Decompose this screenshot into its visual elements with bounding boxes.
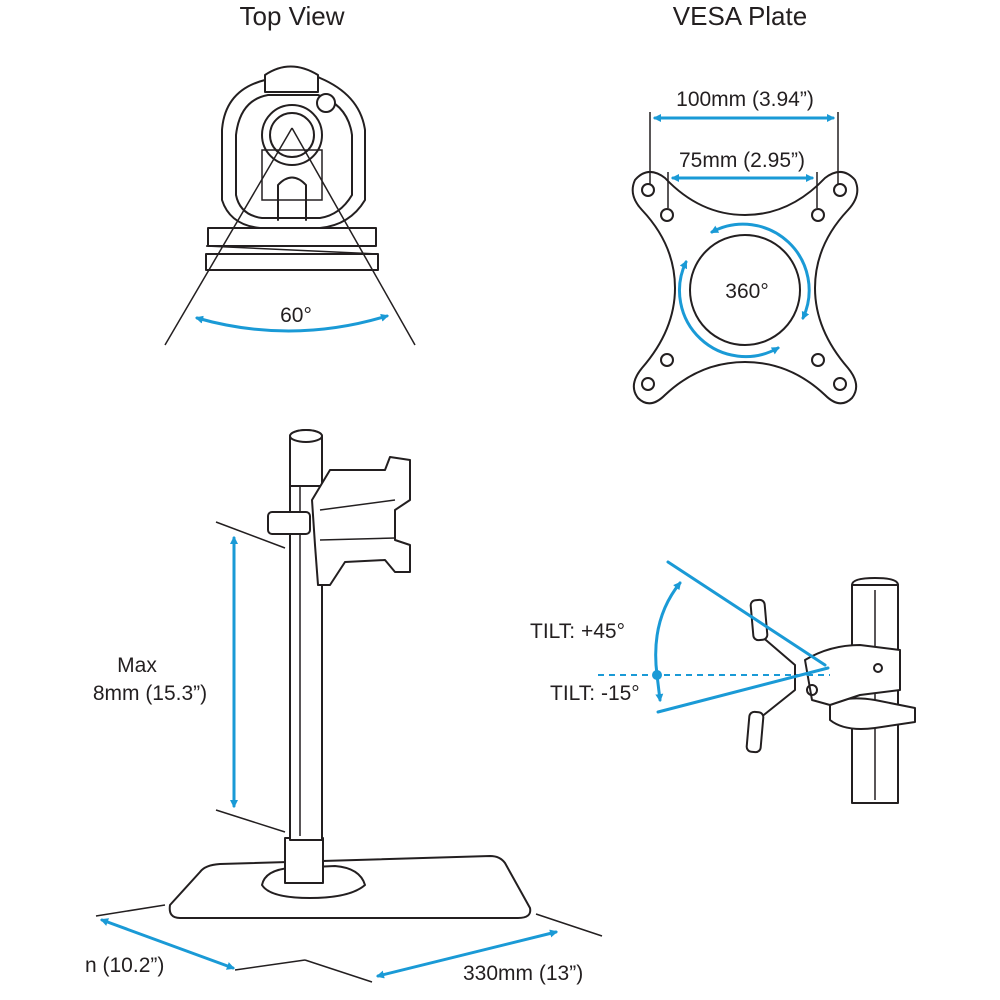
top-view-mount-drawing — [205, 65, 379, 271]
swivel-left-line — [164, 127, 293, 346]
tilt-section: TILT: +45° TILT: -15° — [530, 560, 916, 804]
swivel-right-line — [291, 127, 416, 346]
stand-section: Max 8mm (15.3”) n (10.2”) 330mm (13”) — [85, 429, 603, 985]
tilt-up-label: TILT: +45° — [530, 620, 625, 643]
width-arrow — [376, 929, 558, 979]
rotation-arrow-top — [710, 222, 811, 320]
tilt-up-line — [666, 560, 827, 667]
rotation-label: 360° — [725, 280, 768, 303]
top-view-title: Top View — [239, 1, 344, 31]
vesa-plate-section: VESA Plate 100mm (3.94”) 75mm (2.95”) 36… — [631, 1, 859, 405]
tilt-down-label: TILT: -15° — [550, 682, 640, 705]
swivel-arc-arrow — [195, 313, 389, 333]
depth-arrow — [100, 918, 235, 970]
vesa-plate-title: VESA Plate — [673, 1, 807, 31]
rotation-arrow-bottom — [678, 260, 780, 359]
swivel-label: 60° — [280, 304, 312, 327]
width-label: 330mm (13”) — [463, 962, 583, 985]
vesa-mounting-holes — [641, 183, 847, 391]
vesa-100mm-label: 100mm (3.94”) — [676, 88, 814, 111]
tilt-arc-arrow — [654, 581, 682, 702]
depth-label: n (10.2”) — [85, 954, 164, 977]
top-view-section: Top View 60° — [164, 1, 416, 346]
tilt-pivot-dot — [652, 670, 662, 680]
vesa-75mm-label: 75mm (2.95”) — [679, 149, 805, 172]
vesa-bracket — [311, 456, 411, 586]
height-label-line1: Max — [117, 654, 157, 677]
height-label-line2: 8mm (15.3”) — [93, 682, 207, 705]
